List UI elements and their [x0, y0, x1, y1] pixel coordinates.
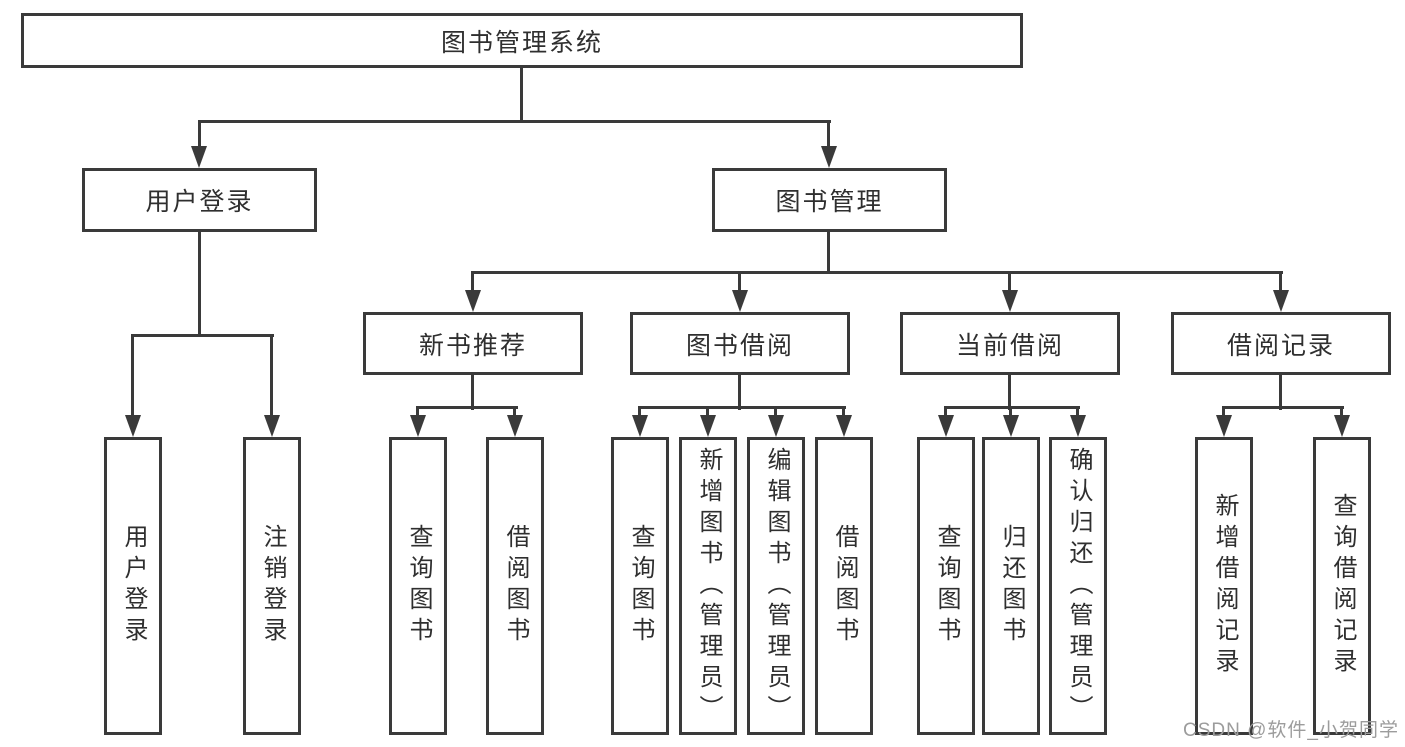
arrowhead-leaf-d3	[1070, 415, 1086, 437]
arrowhead-leaf-e2	[1334, 415, 1350, 437]
connector-leaf-b1	[416, 406, 419, 418]
leaf-user-login-label: 用户登录	[120, 524, 147, 648]
connector-leaf-c3	[774, 406, 777, 418]
arrowhead-leaf-c4	[836, 415, 852, 437]
leaf-add-book-admin-label: 新增图书（管理员）	[695, 446, 722, 726]
connector-level2-branch	[198, 120, 831, 123]
arrowhead-leaf-logout	[264, 415, 280, 437]
arrowhead-book-borrow	[732, 290, 748, 312]
leaf-query-book-current-label: 查询图书	[933, 524, 960, 648]
connector-level3-branch	[471, 271, 1283, 274]
leaf-borrow-book: 借阅图书	[815, 437, 873, 735]
leaf-query-book-borrowing-label: 查询图书	[627, 524, 654, 648]
node-book-borrowing: 图书借阅	[630, 312, 850, 375]
node-user-login-label: 用户登录	[145, 188, 254, 216]
connector-leaf-d3	[1076, 406, 1079, 418]
arrowhead-leaf-login	[125, 415, 141, 437]
node-book-management: 图书管理	[712, 168, 947, 232]
leaf-user-login: 用户登录	[104, 437, 162, 735]
csdn-watermark: CSDN @软件_小贺同学	[1183, 720, 1399, 741]
connector-new-book-stem	[471, 375, 474, 410]
connector-leaf-c1	[638, 406, 641, 418]
leaf-confirm-return-admin: 确认归还（管理员）	[1049, 437, 1107, 735]
connector-to-borrow-record	[1279, 271, 1282, 291]
connector-leaf-e1	[1222, 406, 1225, 418]
arrowhead-leaf-b1	[410, 415, 426, 437]
connector-to-leaf-login	[131, 334, 134, 417]
arrowhead-new-book	[465, 290, 481, 312]
arrowhead-book-mgmt	[821, 146, 837, 168]
leaf-add-book-admin: 新增图书（管理员）	[679, 437, 737, 735]
node-current-borrowing: 当前借阅	[900, 312, 1120, 375]
leaf-query-borrow-record-label: 查询借阅记录	[1329, 493, 1356, 679]
connector-book-mgmt-stem	[827, 232, 830, 274]
arrowhead-leaf-d2	[1003, 415, 1019, 437]
node-root-library-system: 图书管理系统	[21, 13, 1023, 68]
connector-to-book-mgmt	[827, 120, 830, 148]
connector-book-borrow-branch	[638, 406, 846, 409]
connector-current-borrow-branch	[944, 406, 1080, 409]
node-book-borrowing-label: 图书借阅	[685, 331, 794, 360]
arrowhead-leaf-c3	[768, 415, 784, 437]
arrowhead-user-login	[191, 146, 207, 168]
node-borrow-records-label: 借阅记录	[1226, 331, 1335, 360]
connector-book-borrow-stem	[738, 375, 741, 410]
arrowhead-leaf-e1	[1216, 415, 1232, 437]
arrowhead-leaf-d1	[938, 415, 954, 437]
connector-borrow-record-branch	[1222, 406, 1344, 409]
leaf-query-borrow-record: 查询借阅记录	[1313, 437, 1371, 735]
node-current-borrowing-label: 当前借阅	[955, 331, 1064, 360]
leaf-logout: 注销登录	[243, 437, 301, 735]
arrowhead-current-borrow	[1002, 290, 1018, 312]
connector-leaf-e2	[1340, 406, 1343, 418]
arrowhead-leaf-c2	[700, 415, 716, 437]
arrowhead-leaf-b2	[507, 415, 523, 437]
leaf-confirm-return-admin-label: 确认归还（管理员）	[1065, 446, 1092, 726]
leaf-add-borrow-record: 新增借阅记录	[1195, 437, 1253, 735]
node-user-login: 用户登录	[82, 168, 317, 232]
connector-user-login-stem	[198, 232, 201, 337]
leaf-add-borrow-record-label: 新增借阅记录	[1211, 493, 1238, 679]
leaf-query-book-borrowing: 查询图书	[611, 437, 669, 735]
connector-leaf-c4	[842, 406, 845, 418]
connector-new-book-branch	[416, 406, 518, 409]
connector-borrow-record-stem	[1279, 375, 1282, 410]
node-borrow-records: 借阅记录	[1171, 312, 1391, 375]
leaf-return-book: 归还图书	[982, 437, 1040, 735]
leaf-logout-label: 注销登录	[259, 524, 286, 648]
connector-user-login-branch	[131, 334, 274, 337]
leaf-borrow-book-label: 借阅图书	[831, 524, 858, 648]
arrowhead-borrow-record	[1273, 290, 1289, 312]
connector-leaf-d1	[944, 406, 947, 418]
connector-root-stem	[520, 68, 523, 123]
leaf-query-book-current: 查询图书	[917, 437, 975, 735]
connector-leaf-c2	[706, 406, 709, 418]
leaf-borrow-book-recommend: 借阅图书	[486, 437, 544, 735]
leaf-query-book-recommend: 查询图书	[389, 437, 447, 735]
node-root-label: 图书管理系统	[440, 28, 603, 57]
node-new-book-recommend-label: 新书推荐	[418, 331, 527, 360]
connector-to-leaf-logout	[270, 334, 273, 417]
node-new-book-recommend: 新书推荐	[363, 312, 583, 375]
leaf-query-book-recommend-label: 查询图书	[405, 524, 432, 648]
connector-to-current-borrow	[1008, 271, 1011, 291]
connector-to-new-book	[471, 271, 474, 291]
connector-leaf-d2	[1009, 406, 1012, 418]
leaf-borrow-book-recommend-label: 借阅图书	[502, 524, 529, 648]
connector-current-borrow-stem	[1008, 375, 1011, 410]
node-book-management-label: 图书管理	[775, 188, 884, 216]
connector-to-user-login	[198, 120, 201, 148]
connector-leaf-b2	[513, 406, 516, 418]
leaf-edit-book-admin: 编辑图书（管理员）	[747, 437, 805, 735]
leaf-edit-book-admin-label: 编辑图书（管理员）	[763, 446, 790, 726]
leaf-return-book-label: 归还图书	[998, 524, 1025, 648]
arrowhead-leaf-c1	[632, 415, 648, 437]
connector-to-book-borrow	[738, 271, 741, 291]
